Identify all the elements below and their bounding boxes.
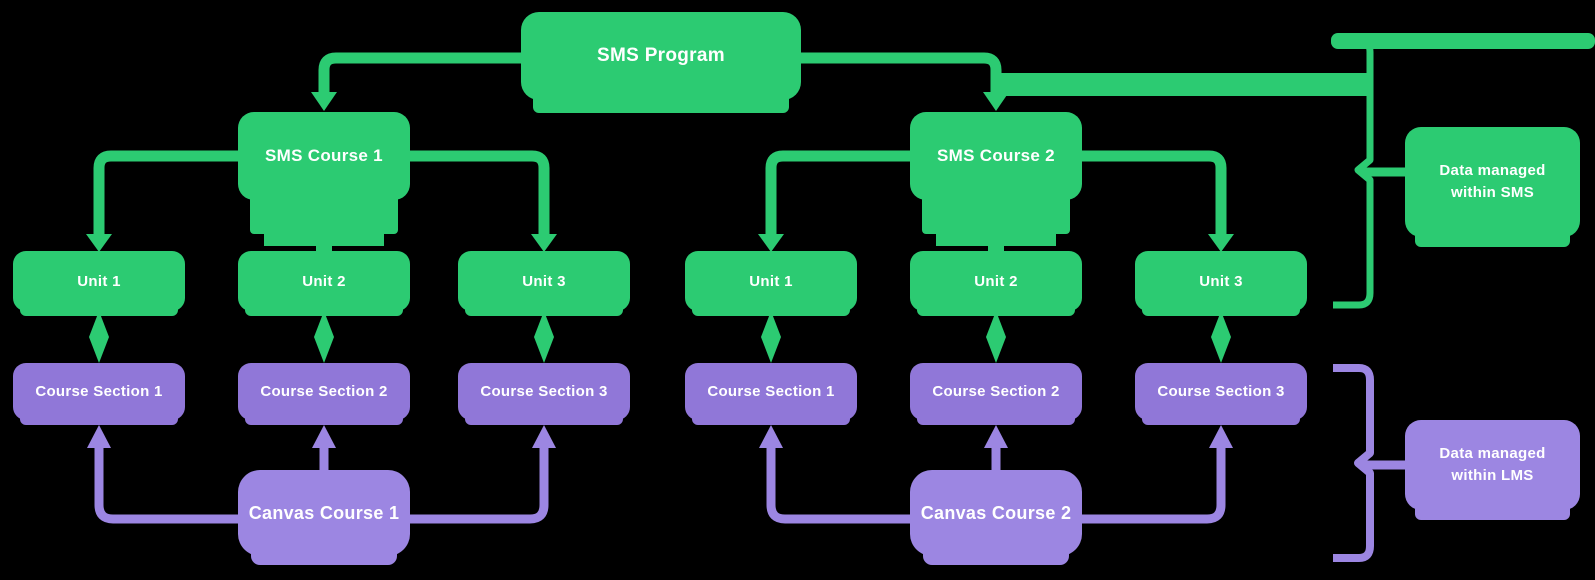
legend-lms-line2: within LMS [1451,467,1534,484]
canvas1-to-section1-line [94,448,238,524]
sms-course-2-node: SMS Course 2 [910,112,1082,200]
course2-to-unit3-line [1082,150,1227,235]
sms-program-node: SMS Program [521,12,801,100]
canvas-course-1-node: Canvas Course 1 [238,470,410,556]
arrowhead-down-icon [531,234,557,252]
canvas1-to-section3-line [410,448,549,524]
program-to-course1-line [318,52,521,92]
sms-scope-top-bar [1331,33,1595,49]
course-section-node: Course Section 1 [13,363,185,420]
arrowhead-down-icon [758,234,784,252]
lms-connectors [87,364,1406,562]
sms-connectors [86,33,1595,363]
program-to-course2-line [801,52,1002,92]
legend-lms-line1: Data managed [1439,444,1546,462]
unit-node: Unit 3 [458,251,630,311]
diamond-connector-icon [1211,311,1231,363]
arrowhead-up-icon [532,425,556,448]
legend-sms-line2: within SMS [1451,184,1534,201]
course-section-node: Course Section 3 [458,363,630,420]
unit-node: Unit 1 [13,251,185,311]
arrowhead-down-icon [983,92,1009,111]
unit-node: Unit 2 [238,251,410,311]
unit-section-diamonds [89,311,1231,363]
course2-to-unit1-line [765,150,910,235]
diamond-connector-icon [534,311,554,363]
course1-to-unit3-line [410,150,550,235]
course1-to-unit1-line [93,150,238,235]
course-section-node: Course Section 2 [910,363,1082,420]
legend-data-managed-lms: Data managed within LMS [1405,420,1580,510]
course-section-node: Course Section 1 [685,363,857,420]
canvas2-to-section1-line [766,448,910,524]
arrowhead-down-icon [311,234,337,252]
arrowhead-down-icon [1208,234,1234,252]
purple-arrowheads [87,425,1233,448]
arrowhead-down-icon [983,234,1009,252]
lms-brace [1333,364,1374,562]
unit-node: Unit 3 [1135,251,1307,311]
legend-sms-line1: Data managed [1439,161,1546,179]
course-section-node: Course Section 3 [1135,363,1307,420]
arrowhead-up-icon [87,425,111,448]
diamond-connector-icon [986,311,1006,363]
sms-scope-band [1000,73,1368,96]
diamond-connector-icon [89,311,109,363]
canvas-course-2-node: Canvas Course 2 [910,470,1082,556]
arrowhead-up-icon [312,425,336,448]
unit-node: Unit 2 [910,251,1082,311]
sms-course-1-node: SMS Course 1 [238,112,410,200]
arrowhead-down-icon [311,92,337,111]
course-section-node: Course Section 2 [238,363,410,420]
arrowhead-up-icon [984,425,1008,448]
diamond-connector-icon [314,311,334,363]
legend-data-managed-sms: Data managed within SMS [1405,127,1580,237]
arrowhead-up-icon [1209,425,1233,448]
canvas2-to-section3-line [1082,448,1226,524]
diamond-connector-icon [761,311,781,363]
arrowhead-down-icon [86,234,112,252]
arrowhead-up-icon [759,425,783,448]
green-arrowheads [86,92,1234,252]
sms-brace [1333,36,1374,309]
unit-node: Unit 1 [685,251,857,311]
